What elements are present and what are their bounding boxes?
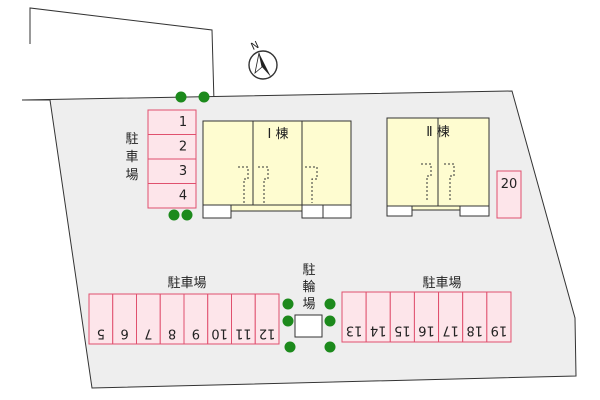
tree-icon [324, 298, 336, 310]
parking-label-top-left-1: 駐 [125, 132, 138, 147]
trees [168, 91, 336, 353]
parking-space-number: 10 [211, 326, 228, 341]
parking-space: 19 [486, 291, 512, 343]
parking-space-number: 19 [491, 323, 508, 338]
parking-space-number: 12 [259, 326, 276, 341]
building-2-label: Ⅱ 棟 [426, 125, 450, 140]
parking-space: 16 [413, 291, 440, 343]
parking-space: 11 [231, 293, 256, 345]
building-1-label: Ⅰ 棟 [268, 127, 289, 142]
parking-label-top-left-3: 場 [125, 168, 138, 183]
tree-icon [282, 315, 294, 327]
parking-space: 9 [183, 293, 209, 345]
parking-space-number: 6 [120, 326, 128, 341]
parking-space: 6 [112, 293, 137, 345]
parking-label-top-left-2: 車 [125, 150, 138, 165]
parking-space: 13 [341, 291, 367, 343]
parking-top-left: 1 2 3 4 [147, 109, 197, 209]
parking-space: 14 [365, 291, 391, 343]
parking-space: 18 [462, 291, 488, 343]
parking-space-number: 7 [144, 326, 152, 341]
parking-space-number: 3 [179, 164, 187, 179]
parking-space: 4 [147, 183, 197, 209]
parking-space-number: 20 [501, 177, 518, 192]
bicycle-label-2: 輪 [302, 279, 315, 295]
parking-space: 17 [438, 291, 464, 343]
tree-icon [181, 209, 193, 221]
parking-space-number: 2 [179, 140, 187, 155]
bicycle-label-1: 駐 [302, 263, 315, 278]
parking-space: 1 [147, 109, 197, 135]
parking-bottom-right: 13 14 15 16 17 18 19 [341, 291, 512, 343]
parking-space: 10 [207, 293, 232, 345]
parking-space: 7 [136, 293, 161, 345]
parking-space-number: 1 [179, 115, 187, 130]
parking-label-bottom-right: 駐車場 [422, 276, 461, 291]
parking-space: 3 [147, 158, 197, 184]
parking-space-number: 18 [466, 323, 483, 338]
tree-icon [168, 209, 180, 221]
parking-space-number: 11 [235, 326, 252, 341]
tree-icon [324, 341, 336, 353]
neighbor-lot-outline [29, 7, 215, 103]
tree-icon [284, 341, 296, 353]
parking-space-number: 14 [370, 323, 387, 338]
tree-icon [198, 91, 210, 103]
parking-space: 15 [389, 291, 415, 343]
building-2: Ⅱ 棟 [386, 117, 490, 217]
compass-label: N [249, 40, 260, 53]
parking-space-number: 15 [394, 323, 411, 338]
parking-space: 2 [147, 134, 197, 160]
parking-space: 12 [254, 293, 280, 345]
parking-space-number: 16 [418, 323, 435, 338]
parking-space-number: 9 [192, 326, 200, 341]
tree-icon [324, 315, 336, 327]
parking-space-number: 5 [97, 326, 105, 341]
bicycle-label-3: 場 [302, 297, 315, 312]
parking-space-number: 8 [168, 326, 176, 341]
parking-space-number: 13 [346, 323, 363, 338]
building-1: Ⅰ 棟 [202, 120, 352, 219]
parking-space: 5 [88, 293, 114, 345]
parking-label-bottom-left: 駐車場 [167, 276, 206, 291]
parking-space: 8 [159, 293, 185, 345]
tree-icon [175, 91, 187, 103]
bicycle-parking: 駐 輪 場 [294, 263, 323, 338]
north-arrow-icon: N [248, 40, 278, 80]
parking-space-single: 20 [496, 170, 522, 219]
tree-icon [282, 298, 294, 310]
parking-space-number: 4 [179, 189, 187, 204]
parking-space-number: 17 [442, 323, 459, 338]
